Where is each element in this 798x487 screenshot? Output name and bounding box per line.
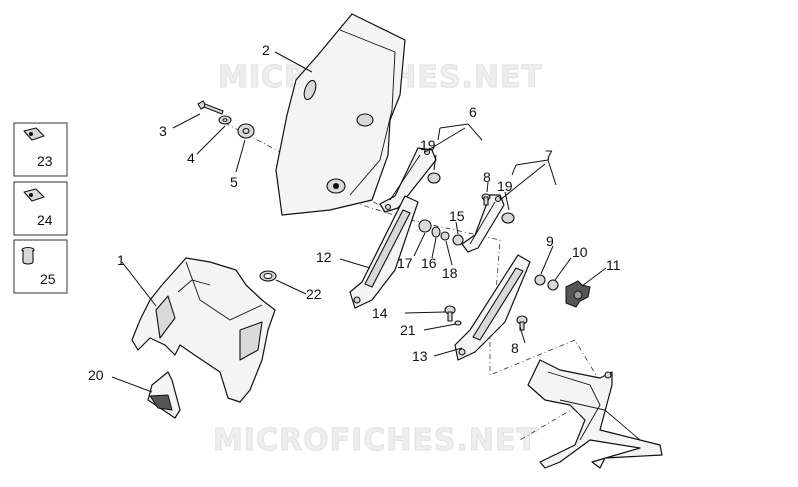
bracket-part-6[interactable]	[379, 147, 437, 213]
label-3: 3	[159, 123, 167, 139]
label-19-right: 19	[497, 178, 513, 194]
label-6: 6	[469, 104, 477, 120]
label-17: 17	[397, 255, 413, 271]
label-14: 14	[372, 305, 388, 321]
label-8-upper: 8	[483, 169, 491, 185]
screw-part-8-lower[interactable]	[516, 315, 528, 331]
label-5: 5	[230, 174, 238, 190]
windscreen-part-2[interactable]	[275, 13, 406, 216]
bracket-part-7[interactable]	[461, 194, 505, 253]
washer-part-4[interactable]	[218, 115, 232, 125]
label-2: 2	[262, 42, 270, 58]
bushing-part-19-right[interactable]	[501, 212, 515, 224]
screw-part-3[interactable]	[197, 100, 224, 115]
part-box-25[interactable]: 25	[13, 239, 68, 294]
washer-part-21[interactable]	[454, 320, 462, 326]
label-7: 7	[545, 147, 553, 163]
label-15: 15	[449, 208, 465, 224]
watermark-bottom: MICROFICHES.NET	[213, 423, 538, 458]
grommet-part-22[interactable]	[259, 270, 277, 282]
label-8-lower: 8	[511, 340, 519, 356]
label-21: 21	[400, 322, 416, 338]
front-fairing-part-1[interactable]	[131, 257, 276, 403]
screw-part-14[interactable]	[444, 305, 456, 322]
slide-bracket-part-12[interactable]	[349, 195, 419, 309]
support-frame[interactable]	[527, 359, 663, 469]
washer-part-10[interactable]	[547, 279, 559, 291]
nut-part-18[interactable]	[440, 231, 450, 241]
washer-part-9[interactable]	[534, 274, 546, 286]
label-9: 9	[546, 233, 554, 249]
label-18: 18	[442, 265, 458, 281]
washer-part-16[interactable]	[431, 226, 441, 238]
label-19-left: 19	[420, 137, 436, 153]
label-22: 22	[306, 286, 322, 302]
label-23: 23	[37, 153, 53, 169]
lower-trim-part-20[interactable]	[147, 371, 181, 419]
label-20: 20	[88, 367, 104, 383]
label-10: 10	[572, 244, 588, 260]
screw-part-8-upper[interactable]	[481, 193, 491, 206]
label-24: 24	[37, 212, 53, 228]
grommet-part-5[interactable]	[237, 123, 255, 139]
label-25: 25	[40, 271, 56, 287]
slide-bracket-part-13[interactable]	[454, 254, 531, 361]
bushing-part-19-left[interactable]	[427, 172, 441, 184]
label-11: 11	[606, 257, 621, 273]
part-box-24[interactable]: 24	[13, 181, 68, 236]
label-13: 13	[412, 348, 428, 364]
part-box-23[interactable]: 23	[13, 122, 68, 177]
spacer-part-17[interactable]	[418, 219, 432, 233]
knob-part-11[interactable]	[565, 280, 591, 308]
label-4: 4	[187, 150, 195, 166]
label-12: 12	[316, 249, 332, 265]
label-16: 16	[421, 255, 437, 271]
label-1: 1	[117, 252, 125, 268]
bushing-part-15[interactable]	[452, 234, 464, 246]
